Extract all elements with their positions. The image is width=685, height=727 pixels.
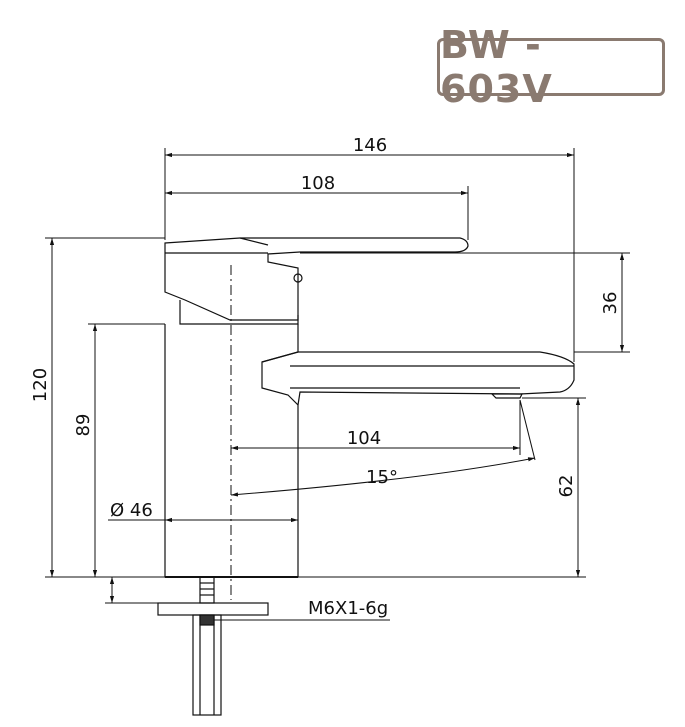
dim-62-label: 62 xyxy=(556,475,577,498)
spout xyxy=(261,351,575,406)
dim-thread-label: M6X1-6g xyxy=(308,598,388,619)
dim-15-angle-label: 15° xyxy=(366,467,398,488)
dim-120-label: 120 xyxy=(30,368,51,402)
handle-cap xyxy=(179,300,299,325)
dim-146-label: 146 xyxy=(353,135,387,156)
dimension-lines xyxy=(45,148,630,621)
handle-lever xyxy=(164,237,469,321)
mounting-hardware xyxy=(157,576,269,716)
dim-104-label: 104 xyxy=(347,428,381,449)
dim-36-label: 36 xyxy=(600,292,621,315)
dim-108-label: 108 xyxy=(301,173,335,194)
dim-89-label: 89 xyxy=(73,414,94,437)
dim-diameter-46-label: Ø 46 xyxy=(110,500,153,521)
faucet-outline xyxy=(164,237,575,578)
